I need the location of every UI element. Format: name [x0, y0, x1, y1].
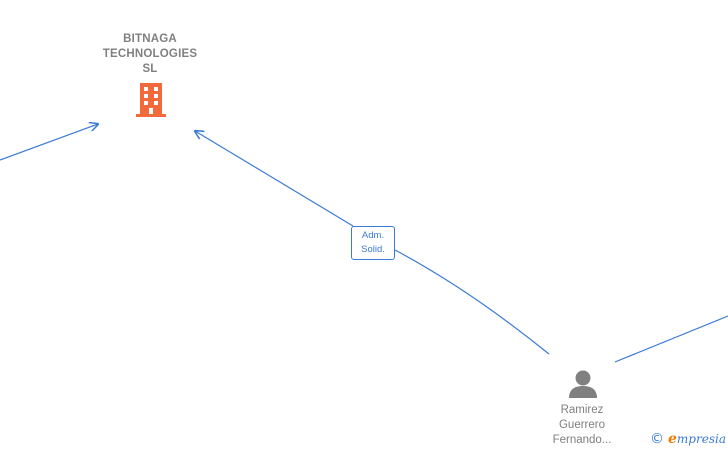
company-name-line-1: BITNAGA	[123, 33, 177, 45]
brand-logo-initial: e	[668, 431, 677, 447]
company-name-line-3: SL	[142, 63, 158, 75]
outgoing-edge-right	[614, 315, 728, 363]
relation-label-line-2: Solid.	[361, 244, 385, 255]
company-name-line-2: TECHNOLOGIES	[102, 48, 198, 60]
person-name-line-1: Ramirez	[560, 404, 604, 416]
incoming-edge-left	[0, 124, 98, 161]
relation-label[interactable]: Adm. Solid.	[351, 226, 395, 260]
person-name-line-3: Fernando...	[552, 434, 612, 446]
relation-label-line-1: Adm.	[361, 230, 385, 241]
company-node-label[interactable]: BITNAGA TECHNOLOGIES SL	[85, 32, 215, 77]
person-name-line-2: Guerrero	[558, 419, 606, 431]
edge-person-to-company[interactable]	[394, 249, 550, 355]
person-icon[interactable]	[567, 368, 599, 400]
building-icon[interactable]	[135, 82, 167, 118]
brand-logo-text: mpresia	[676, 432, 726, 446]
edge-person-to-company-arrow	[195, 131, 354, 227]
person-node-label[interactable]: Ramirez Guerrero Fernando...	[530, 403, 634, 448]
copyright-icon: ©	[650, 431, 664, 447]
brand-watermark: © e mpresia	[650, 430, 726, 448]
